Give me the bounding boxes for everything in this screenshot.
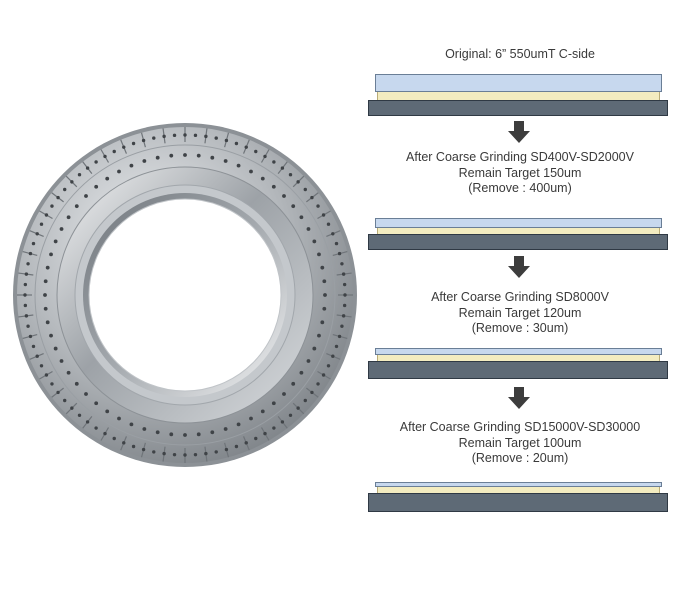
adhesive-layer [377,92,660,100]
adhesive-layer [377,228,660,234]
carrier-plate-layer [368,234,668,250]
step-4-line-3: (Remove : 20um) [471,451,569,465]
adhesive-layer [377,355,660,361]
glass-wafer-layer [375,74,662,92]
grinding-wheel-image [10,120,360,470]
grinding-wheel-icon [13,123,357,467]
step-3-line-1: After Coarse Grinding SD8000V [431,290,609,304]
glass-wafer-layer [375,348,662,355]
carrier-plate-layer [368,493,668,512]
step-1-line-1: Original: 6” 550umT C-side [445,47,595,61]
step-2-line-2: Remain Target 150um [458,165,582,180]
step-3-line-3: (Remove : 30um) [471,321,569,335]
step-4-title: After Coarse Grinding SD15000V-SD30000 R… [370,420,670,467]
adhesive-layer [377,487,660,493]
step-2-title: After Coarse Grinding SD400V-SD2000V Rem… [370,150,670,197]
step-3-line-2: Remain Target 120um [458,305,582,320]
step-2-line-1: After Coarse Grinding SD400V-SD2000V [406,150,634,164]
step-4-line-1: After Coarse Grinding SD15000V-SD30000 [399,420,641,434]
arrow-down-icon [507,120,531,144]
step-2-line-3: (Remove : 400um) [468,181,572,195]
glass-wafer-layer [375,218,662,228]
step-3-title: After Coarse Grinding SD8000V Remain Tar… [370,290,670,337]
carrier-plate-layer [368,361,668,379]
carrier-plate-layer [368,100,668,116]
arrow-down-icon [507,386,531,410]
glass-wafer-layer [375,482,662,487]
step-4-line-2: Remain Target 100um [458,435,582,450]
arrow-down-icon [507,255,531,279]
step-1-title: Original: 6” 550umT C-side [370,47,670,63]
